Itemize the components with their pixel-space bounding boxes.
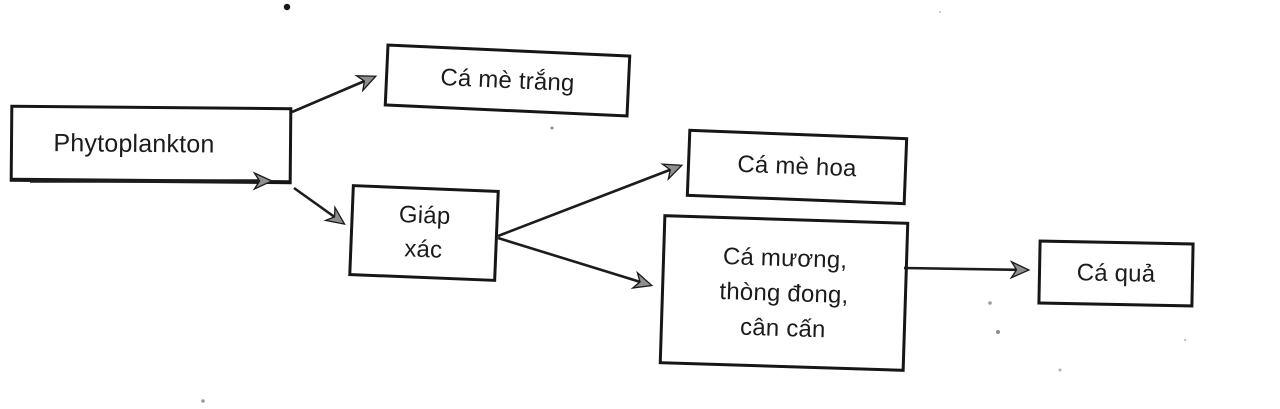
node-ca-muong: Cá mương, thòng đong, cân cấn (658, 214, 910, 372)
arrow-giap-xac-to-ca-me-hoa (497, 166, 680, 238)
node-giap-xac-line2: xác (403, 235, 443, 264)
node-ca-qua: Cá quả (1037, 239, 1195, 308)
node-ca-qua-label: Cá quả (1076, 258, 1156, 288)
node-ca-muong-line3: cân cấn (739, 313, 827, 343)
node-phytoplankton: Phytoplankton (9, 104, 293, 185)
arrow-phytoplankton-to-ca-me-trang (291, 77, 374, 114)
node-ca-me-hoa: Cá mè hoa (685, 128, 909, 206)
node-ca-muong-line1: Cá mương, (722, 242, 848, 274)
arrow-phytoplankton-to-giap-xac (293, 186, 343, 223)
node-ca-muong-line2: thòng đong, (719, 277, 849, 309)
node-ca-me-trang: Cá mè trắng (383, 43, 632, 118)
node-ca-me-trang-label: Cá mè trắng (439, 63, 576, 97)
arrow-giap-xac-to-ca-muong (497, 236, 650, 285)
arrow-ca-muong-to-ca-qua (903, 268, 1027, 270)
node-ca-me-hoa-label: Cá mè hoa (736, 150, 858, 183)
node-phytoplankton-label: Phytoplankton (53, 129, 215, 159)
node-giap-xac: Giáp xác (348, 184, 500, 282)
node-giap-xac-line1: Giáp (398, 200, 451, 231)
